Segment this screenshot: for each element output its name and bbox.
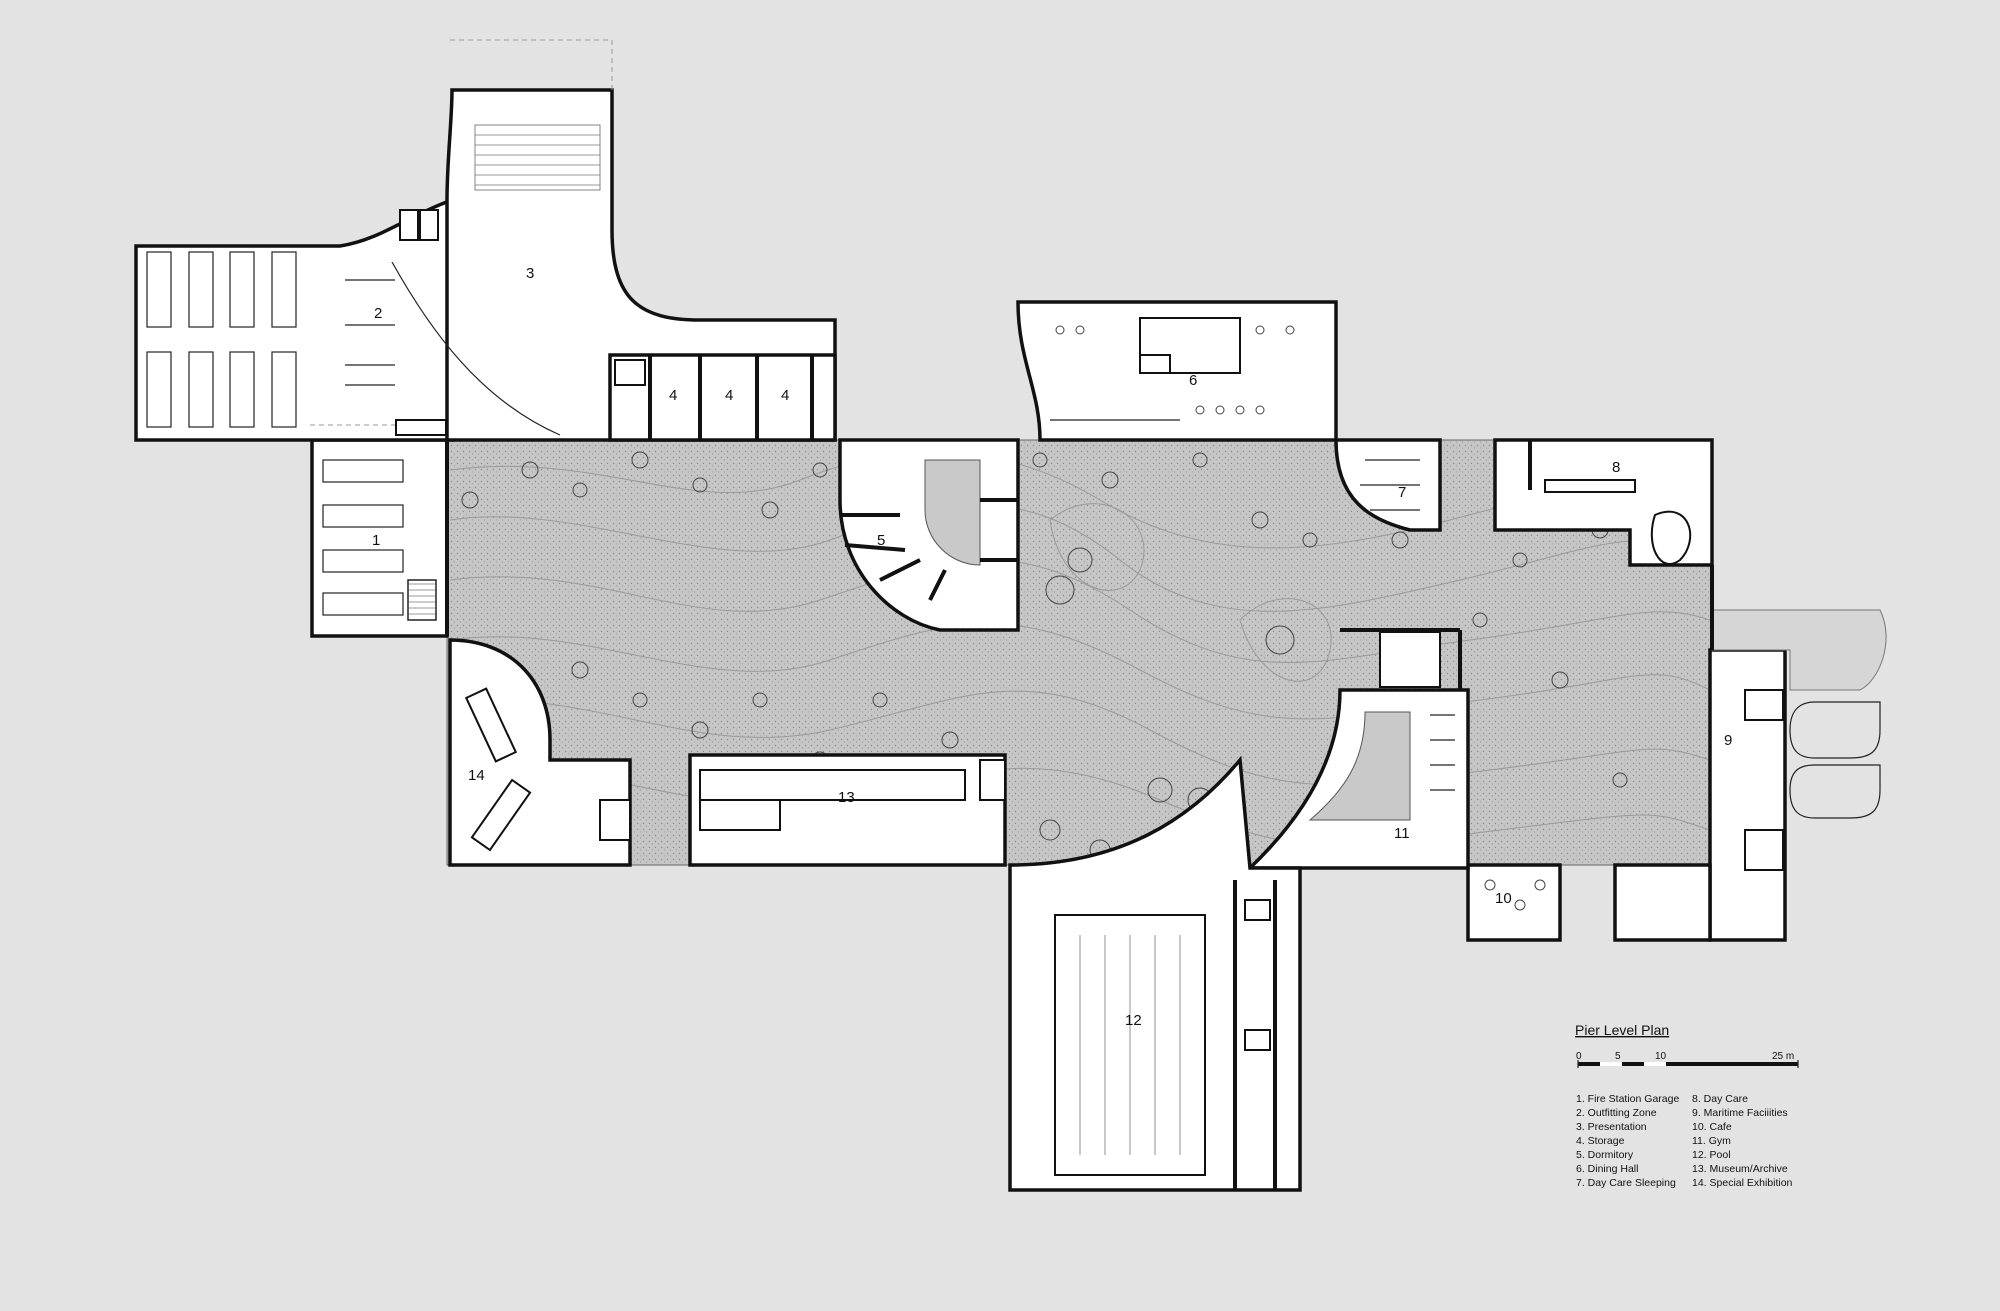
room-number-labels: 1 2 3 4 4 4 5 6 7 8 9 10 11 12 13 14 <box>372 265 1732 1029</box>
structural-walls <box>445 39 1714 690</box>
room-label-11: 11 <box>1394 825 1410 842</box>
room-label-5: 5 <box>877 532 885 549</box>
room-label-3: 3 <box>526 265 534 282</box>
room-6-dining-hall <box>1016 300 1338 442</box>
room-5-dormitory <box>838 438 1020 632</box>
room-12-pool <box>1008 755 1302 1192</box>
room-label-9: 9 <box>1724 732 1732 749</box>
room-label-12: 12 <box>1125 1012 1142 1029</box>
legend-item-8: 8. Day Care <box>1692 1093 1748 1105</box>
room-7-day-care-sleeping <box>1334 438 1442 532</box>
scale-label-0: 0 <box>1576 1051 1582 1062</box>
room-14-special-exhibition <box>448 638 632 867</box>
legend-item-1: 1. Fire Station Garage <box>1576 1093 1679 1105</box>
room-3-presentation <box>391 88 837 442</box>
room-label-4b: 4 <box>725 387 733 404</box>
scale-bar: 0 5 10 25 m <box>1576 1051 1799 1068</box>
room-4-storage <box>608 353 837 442</box>
plan-title-block: Pier Level Plan 0 5 10 25 m <box>1575 1022 1799 1068</box>
room-label-14: 14 <box>468 767 485 784</box>
room-label-4c: 4 <box>781 387 789 404</box>
legend-item-5: 5. Dormitory <box>1576 1149 1634 1161</box>
legend-item-6: 6. Dining Hall <box>1576 1163 1638 1175</box>
room-label-6: 6 <box>1189 372 1197 389</box>
room-13-museum-archive <box>688 753 1007 867</box>
legend-item-13: 13. Museum/Archive <box>1692 1163 1788 1175</box>
courtyard-trees <box>461 451 1628 861</box>
legend-item-9: 9. Maritime Faciiities <box>1692 1107 1788 1119</box>
room-9-maritime-facilities <box>1708 609 1887 942</box>
legend-item-12: 12. Pool <box>1692 1149 1731 1161</box>
scale-label-25: 25 m <box>1772 1051 1794 1062</box>
legend-item-3: 3. Presentation <box>1576 1121 1647 1133</box>
legend-item-7: 7. Day Care Sleeping <box>1576 1177 1676 1189</box>
room-8-day-care <box>1493 438 1714 567</box>
legend-item-10: 10. Cafe <box>1692 1121 1732 1133</box>
room-10-cafe <box>1466 863 1562 942</box>
legend-item-11: 11. Gym <box>1692 1135 1731 1147</box>
room-label-4a: 4 <box>669 387 677 404</box>
legend-item-14: 14. Special Exhibition <box>1692 1177 1793 1189</box>
legend-item-4: 4. Storage <box>1576 1135 1625 1147</box>
room-label-1: 1 <box>372 532 380 549</box>
service-block-southeast <box>1613 863 1712 942</box>
legend-item-2: 2. Outfitting Zone <box>1576 1107 1657 1119</box>
legend: 1. Fire Station Garage 2. Outfitting Zon… <box>1576 1093 1793 1189</box>
scale-label-10: 10 <box>1655 1051 1667 1062</box>
room-label-2: 2 <box>374 305 382 322</box>
room-label-13: 13 <box>838 789 855 806</box>
room-label-8: 8 <box>1612 459 1620 476</box>
plan-title: Pier Level Plan <box>1575 1022 1669 1038</box>
room-11-gym <box>1245 631 1470 870</box>
scale-label-5: 5 <box>1615 1051 1621 1062</box>
room-label-7: 7 <box>1398 484 1406 501</box>
room-label-10: 10 <box>1495 890 1512 907</box>
